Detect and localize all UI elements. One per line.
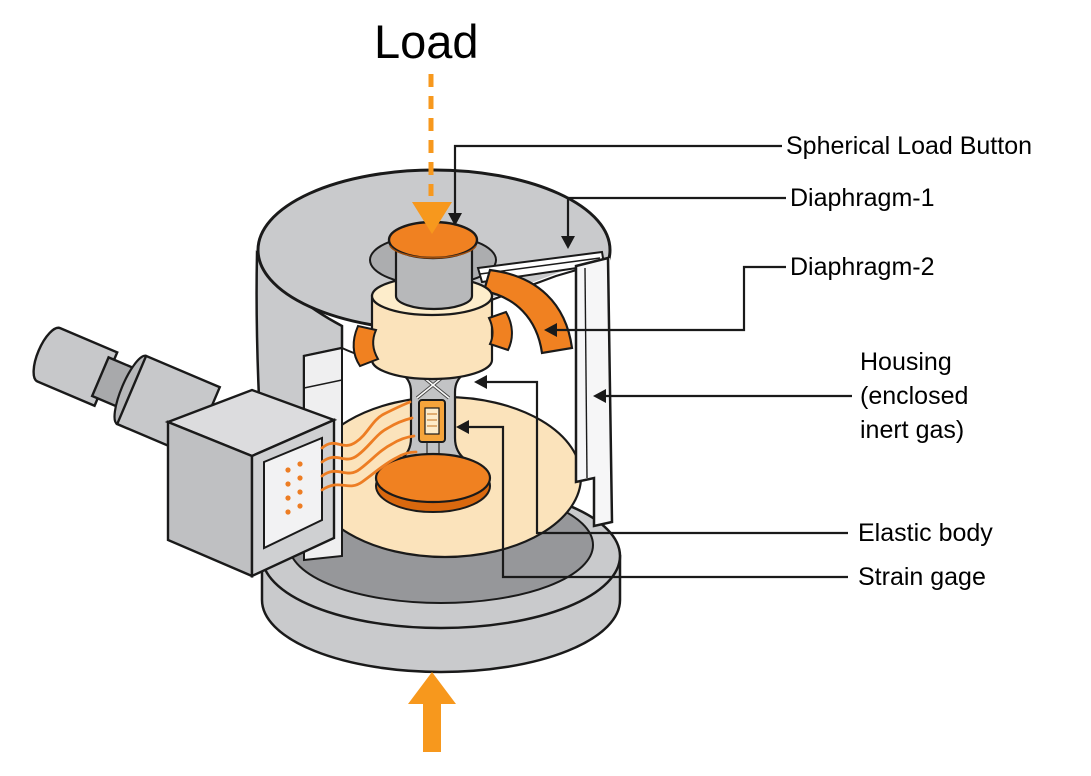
load-arrow [412, 74, 452, 234]
load-button-assembly [387, 220, 479, 311]
bottom-arrowhead-icon [408, 672, 456, 704]
load-arrowhead-icon [412, 202, 452, 234]
connector-recess [263, 436, 323, 550]
connector-pins [285, 461, 303, 515]
lead-wires [320, 400, 418, 492]
bottom-force-arrow [408, 672, 456, 752]
label-spherical-load-button: Spherical Load Button [786, 132, 1033, 160]
leader-strain-gage [456, 420, 848, 579]
leader-housing [593, 389, 852, 403]
arrowhead-left-icon [593, 389, 606, 403]
label-diaphragm-1: Diaphragm-1 [790, 184, 935, 212]
label-elastic-body: Elastic body [858, 519, 993, 547]
label-housing: Housing (enclosed inert gas) [860, 345, 968, 447]
diaphragm-2-left-edge [352, 324, 380, 368]
leader-elastic-body [474, 375, 848, 535]
load-button-stem [394, 248, 474, 311]
arrowhead-left-icon [544, 323, 557, 337]
label-diaphragm-2: Diaphragm-2 [790, 253, 935, 281]
arrowhead-left-icon [456, 420, 469, 434]
leader-spherical-load-button [448, 144, 782, 226]
strain-gage-chip [418, 399, 446, 443]
leader-diaphragm-2 [544, 265, 786, 337]
arrowhead-left-icon [474, 375, 487, 389]
connector-housing [164, 388, 338, 578]
housing-right-wall-section [574, 256, 614, 528]
label-housing-line-1: Housing [860, 348, 952, 376]
label-strain-gage: Strain gage [858, 563, 986, 591]
arrowhead-down-icon [561, 236, 575, 249]
page-title: Load [374, 15, 479, 68]
label-housing-line-3: inert gas) [860, 416, 965, 444]
elastic-body-hub [374, 452, 492, 513]
arrowhead-down-icon [448, 213, 462, 226]
label-housing-line-2: (enclosed [860, 382, 969, 410]
diaphragm-2-right-edge [487, 310, 513, 352]
leader-diaphragm-1 [561, 196, 786, 249]
